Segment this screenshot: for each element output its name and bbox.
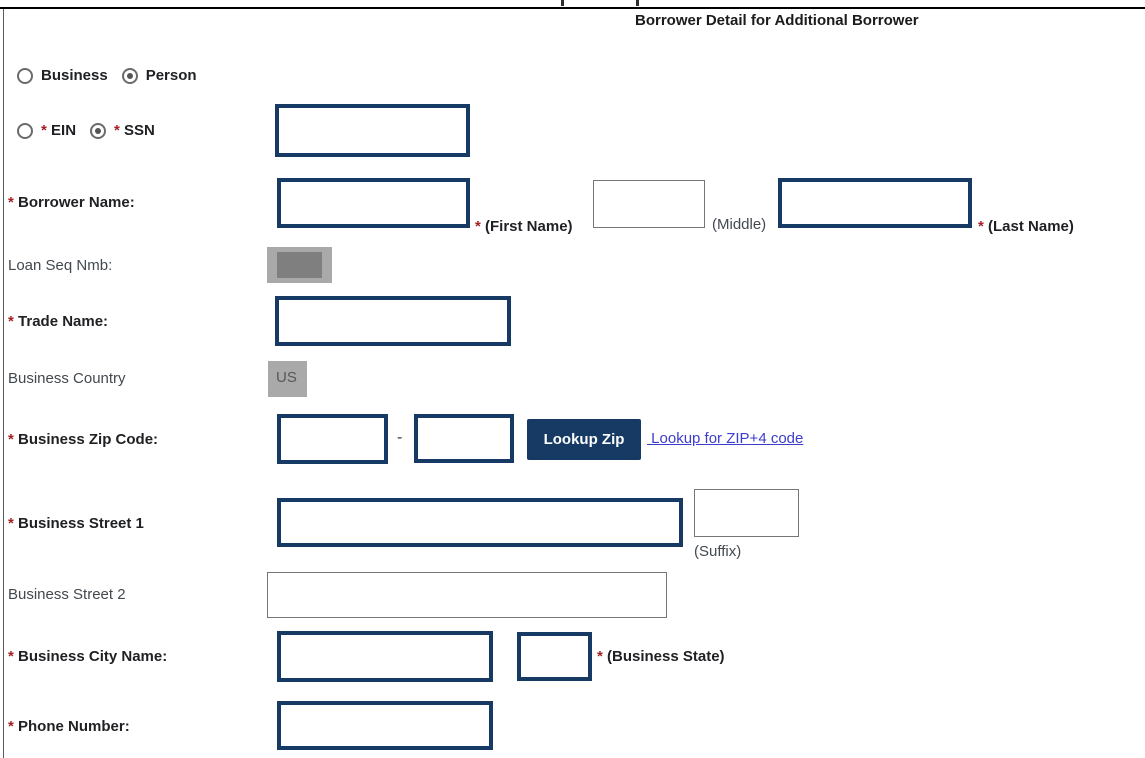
state-input[interactable]: [517, 632, 592, 681]
last-name-hint: * (Last Name): [978, 218, 1074, 235]
business-country-label: Business Country: [8, 370, 126, 387]
cropped-text-artifact: [561, 0, 564, 6]
ein-radio-label: * EIN: [41, 122, 77, 139]
city-input[interactable]: [277, 631, 493, 682]
tax-id-input[interactable]: [275, 104, 470, 157]
first-name-hint: * (First Name): [475, 218, 573, 235]
loan-seq-field: [267, 247, 332, 283]
ein-radio[interactable]: [17, 122, 33, 139]
last-name-input[interactable]: [778, 178, 972, 228]
borrower-type-radio-group: Business Person: [17, 67, 211, 84]
business-radio[interactable]: [17, 67, 33, 84]
lookup-zip-button[interactable]: Lookup Zip: [527, 419, 641, 460]
borrower-name-label: * Borrower Name:: [8, 194, 135, 211]
ssn-radio[interactable]: [90, 122, 107, 139]
zip5-input[interactable]: [277, 414, 388, 464]
middle-name-input[interactable]: [593, 180, 705, 228]
person-radio[interactable]: [121, 67, 138, 84]
trade-name-input[interactable]: [275, 296, 511, 346]
business-city-label: * Business City Name:: [8, 648, 168, 665]
page-title: Borrower Detail for Additional Borrower: [635, 12, 919, 29]
phone-input[interactable]: [277, 701, 493, 750]
business-zip-label: * Business Zip Code:: [8, 431, 159, 448]
first-name-input[interactable]: [277, 178, 470, 228]
top-divider-line: [0, 7, 1145, 9]
ssn-radio-label: * SSN: [114, 122, 155, 139]
person-radio-label: Person: [145, 67, 197, 84]
street2-input[interactable]: [267, 572, 667, 618]
redacted-value-block: [277, 252, 322, 278]
zip-separator: -: [397, 429, 403, 446]
container-left-border: [3, 9, 4, 758]
suffix-hint: (Suffix): [694, 543, 742, 560]
loan-seq-label: Loan Seq Nmb:: [8, 257, 113, 274]
business-street2-label: Business Street 2: [8, 586, 126, 603]
business-country-field: US: [268, 361, 307, 397]
zip4-lookup-link[interactable]: Lookup for ZIP+4 code: [647, 430, 804, 447]
trade-name-label: * Trade Name:: [8, 313, 109, 330]
business-street1-label: * Business Street 1: [8, 515, 144, 532]
zip4-input[interactable]: [414, 414, 514, 463]
business-country-value: US: [276, 369, 297, 386]
cropped-text-artifact: [636, 0, 639, 6]
street1-input[interactable]: [277, 498, 683, 547]
business-state-hint: * (Business State): [597, 648, 725, 665]
middle-name-hint: (Middle): [712, 216, 767, 233]
business-radio-label: Business: [41, 67, 108, 84]
phone-number-label: * Phone Number:: [8, 718, 130, 735]
tax-id-radio-group: * EIN * SSN: [17, 122, 169, 139]
suffix-input[interactable]: [694, 489, 799, 537]
